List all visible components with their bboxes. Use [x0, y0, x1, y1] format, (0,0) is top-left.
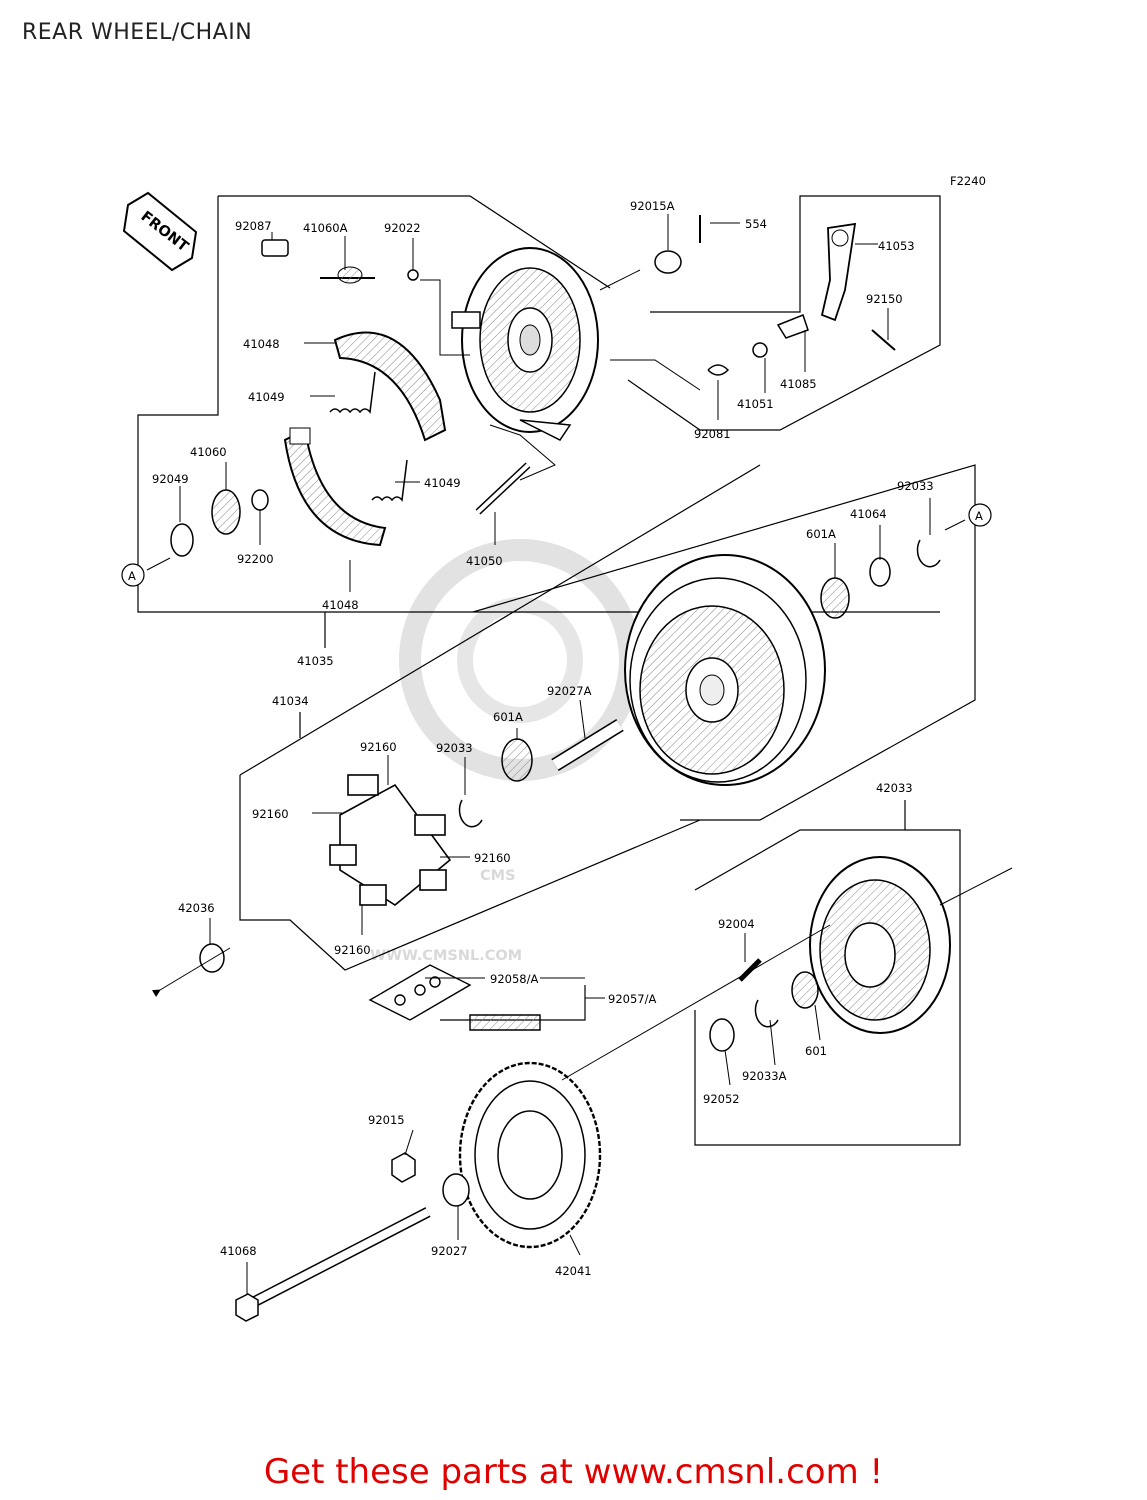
front-arrow-icon: FRONT — [122, 191, 198, 272]
label-92057A: 92057/A — [608, 992, 656, 1006]
label-554: 554 — [745, 217, 767, 231]
part-41051-shape — [752, 342, 768, 358]
part-92081-shape — [707, 364, 730, 376]
label-41048-bot: 41048 — [322, 598, 359, 612]
label-92027: 92027 — [431, 1244, 468, 1258]
part-92004-shape — [738, 958, 762, 982]
label-41048-top: 41048 — [243, 337, 280, 351]
spring-upper — [329, 371, 376, 414]
exploded-parts-diagram: CMS WWW.CMSNL.COM F2240 FRONT — [121, 174, 1013, 1322]
callout-a-right: A — [968, 503, 992, 527]
page-title: REAR WHEEL/CHAIN — [22, 20, 253, 45]
part-601A-upper-shape — [820, 577, 850, 619]
part-92033-upper-shape — [916, 539, 941, 568]
label-92015: 92015 — [368, 1113, 405, 1127]
part-92033-mid-shape — [458, 799, 483, 828]
label-41060A: 41060A — [303, 221, 348, 235]
brake-cam-lever — [820, 222, 896, 351]
label-41085: 41085 — [780, 377, 817, 391]
label-92033-mid: 92033 — [436, 741, 473, 755]
brake-shoe-upper — [333, 331, 447, 442]
part-601-shape — [791, 971, 819, 1009]
brake-panel — [451, 247, 599, 441]
part-92052-shape — [709, 1018, 735, 1052]
label-41049-top: 41049 — [248, 390, 285, 404]
brake-shoe-lower — [283, 427, 387, 547]
rear-wheel — [624, 554, 826, 786]
part-41064-shape — [869, 557, 891, 587]
label-41051: 41051 — [737, 397, 774, 411]
part-92022-shape — [407, 269, 419, 281]
part-92027-shape — [442, 1173, 470, 1207]
label-41034: 41034 — [272, 694, 309, 708]
part-601A-lower-shape — [501, 738, 533, 782]
label-92081: 92081 — [694, 427, 731, 441]
rear-axle — [235, 1207, 431, 1322]
label-601A-mid: 601A — [493, 710, 523, 724]
part-92033A-shape — [754, 999, 779, 1028]
rear-sprocket — [458, 1061, 602, 1249]
part-labels: 92087 41060A 92022 92015A 554 41053 9215… — [152, 199, 934, 1278]
part-92200-shape — [251, 489, 269, 511]
label-92087: 92087 — [235, 219, 272, 233]
promo-link[interactable]: Get these parts at www.cmsnl.com ! — [263, 1452, 884, 1492]
label-92004: 92004 — [718, 917, 755, 931]
label-41050: 41050 — [466, 554, 503, 568]
label-92160-c: 92160 — [474, 851, 511, 865]
chain-joint — [368, 964, 541, 1031]
leader-lines — [146, 214, 966, 1295]
callout-a-left: A — [121, 563, 145, 587]
label-42033: 42033 — [876, 781, 913, 795]
label-41035: 41035 — [297, 654, 334, 668]
part-92087-shape — [261, 239, 289, 257]
label-601: 601 — [805, 1044, 827, 1058]
label-41064: 41064 — [850, 507, 887, 521]
part-41085-shape — [776, 314, 809, 339]
watermark-url: WWW.CMSNL.COM — [370, 948, 522, 964]
svg-text:A: A — [975, 509, 983, 523]
label-92022: 92022 — [384, 221, 421, 235]
part-41060-shape — [211, 489, 241, 535]
damper-rubbers — [329, 774, 452, 906]
watermark-brand: CMS — [480, 868, 516, 884]
part-42036-shape — [199, 943, 225, 973]
spring-lower — [371, 459, 408, 502]
label-92160-d: 92160 — [334, 943, 371, 957]
label-92033A: 92033A — [742, 1069, 787, 1083]
label-92052: 92052 — [703, 1092, 740, 1106]
label-92049: 92049 — [152, 472, 189, 486]
part-92049-shape — [170, 523, 194, 557]
label-92027A: 92027A — [547, 684, 592, 698]
label-41068: 41068 — [220, 1244, 257, 1258]
part-92027A-shape — [551, 719, 624, 771]
label-41060: 41060 — [190, 445, 227, 459]
label-42036: 42036 — [178, 901, 215, 915]
brake-camshaft — [475, 462, 531, 515]
group-outlines — [137, 195, 976, 1146]
part-92015A-shape — [654, 250, 682, 274]
svg-text:A: A — [128, 569, 136, 583]
label-42041: 42041 — [555, 1264, 592, 1278]
label-601A-top: 601A — [806, 527, 836, 541]
label-92033-top: 92033 — [897, 479, 934, 493]
label-92160-a: 92160 — [360, 740, 397, 754]
label-41049-mid: 41049 — [424, 476, 461, 490]
label-92015A: 92015A — [630, 199, 675, 213]
label-92160-b: 92160 — [252, 807, 289, 821]
label-92058A: 92058/A — [490, 972, 538, 986]
part-92015-shape — [391, 1152, 416, 1183]
label-92150: 92150 — [866, 292, 903, 306]
figure-code: F2240 — [950, 174, 986, 188]
label-92200: 92200 — [237, 552, 274, 566]
sprocket-hub — [809, 856, 951, 1034]
label-41053: 41053 — [878, 239, 915, 253]
